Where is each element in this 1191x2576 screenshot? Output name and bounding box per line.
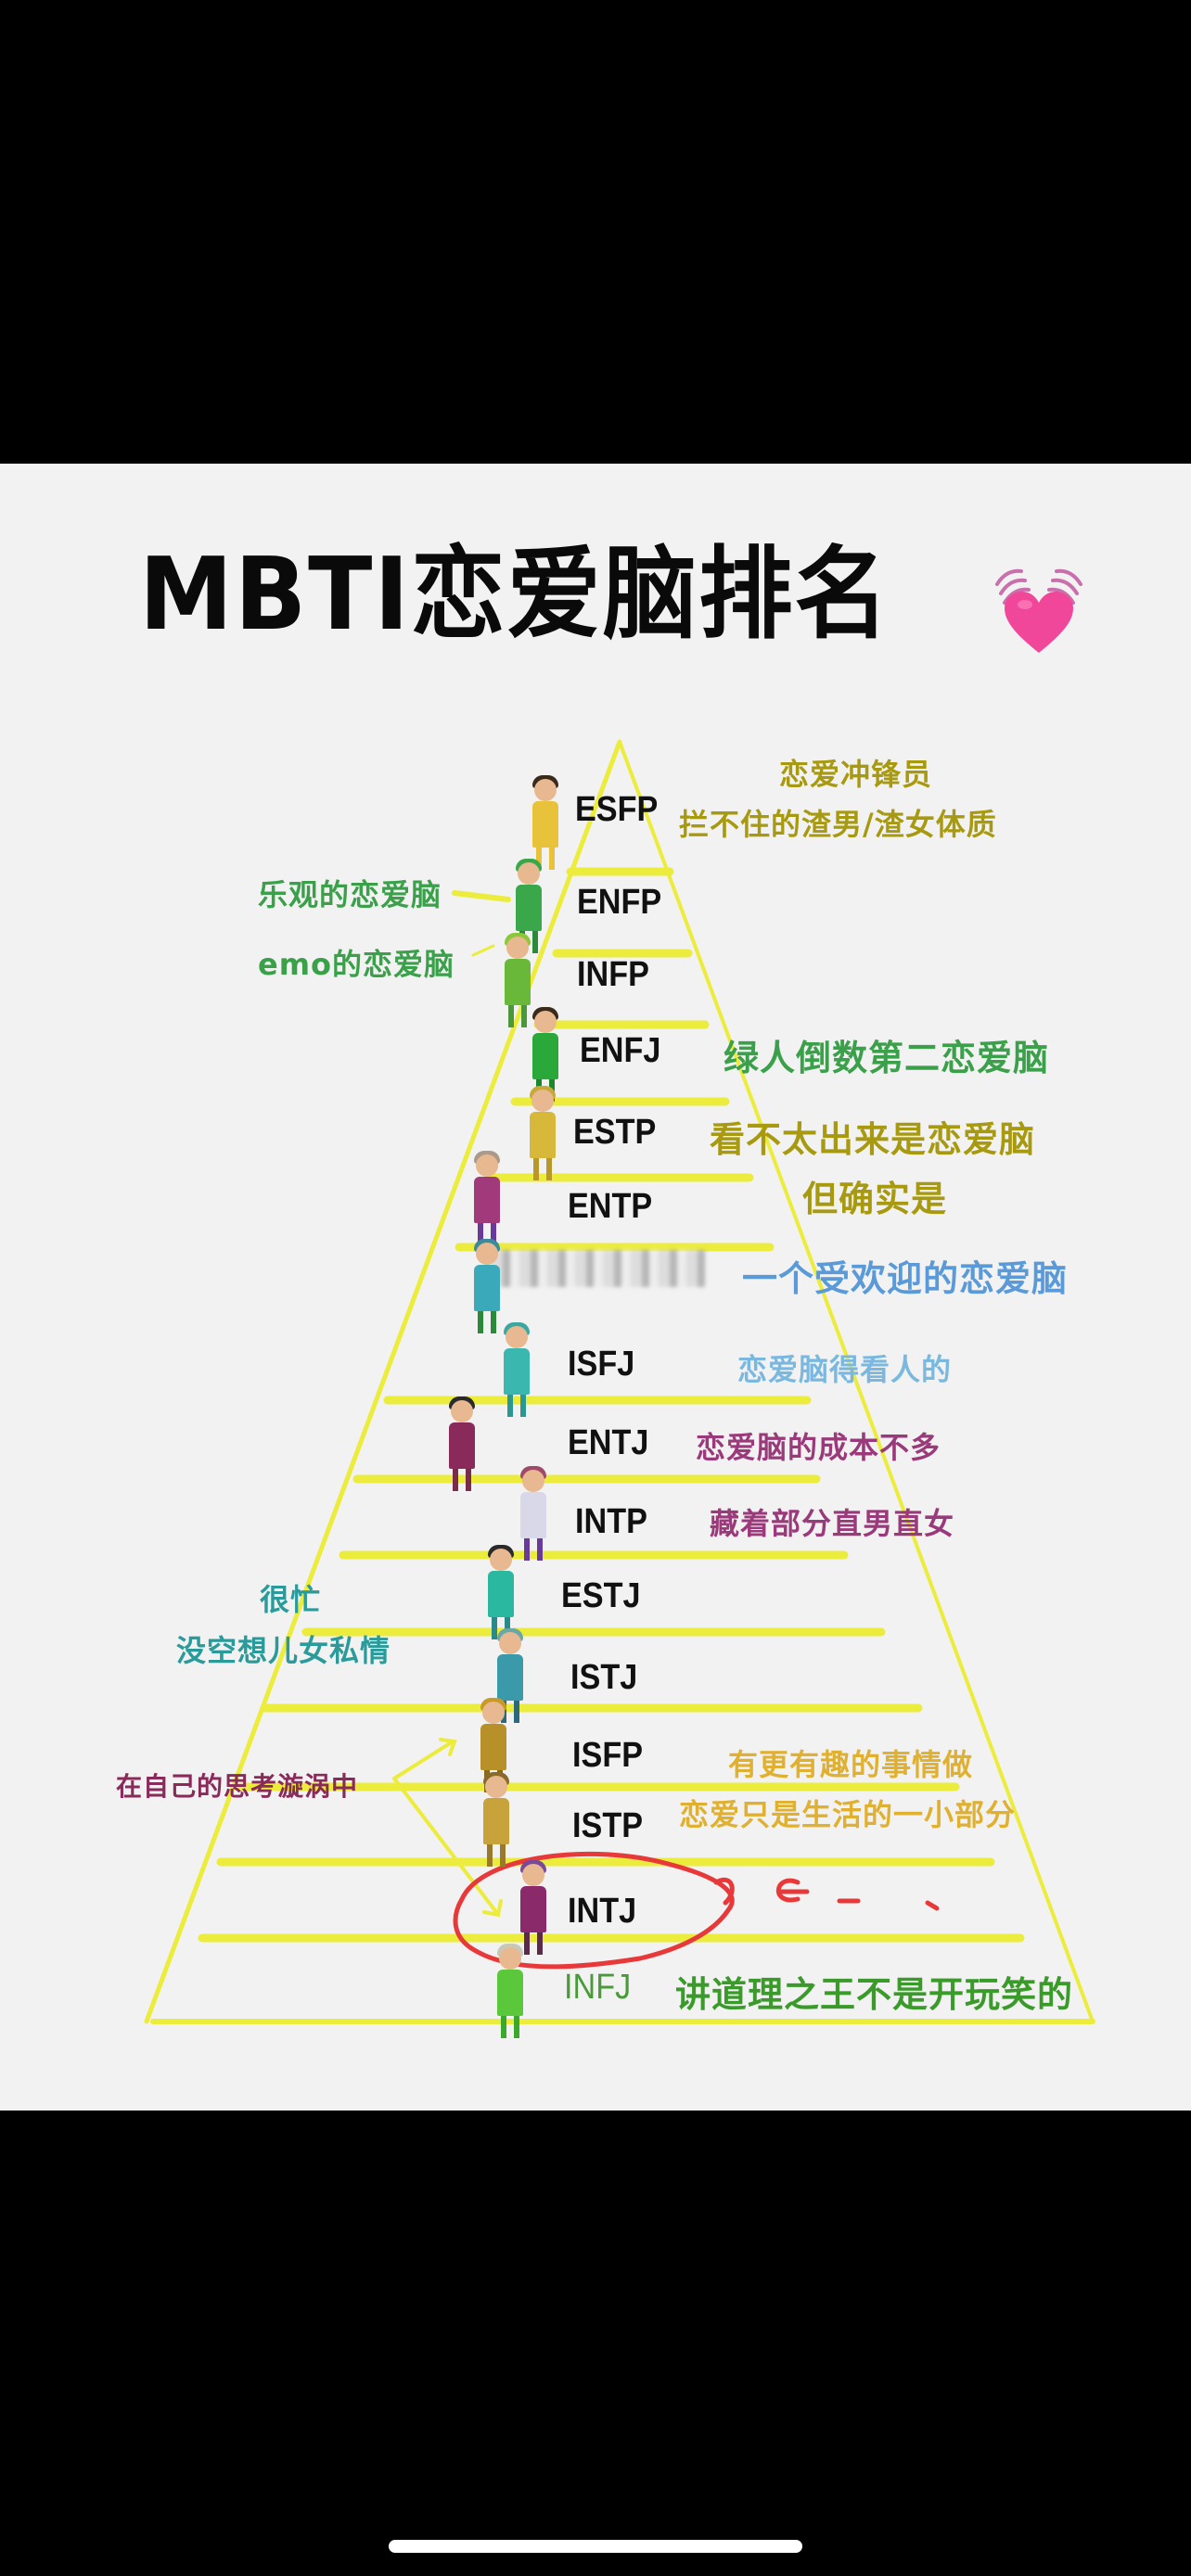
mbti-label-estj: ESTJ: [561, 1576, 641, 1615]
pointer-arrow-isfp: [392, 1738, 457, 1780]
pointer-line-infp: [471, 944, 495, 957]
mbti-label-enfj: ENFJ: [580, 1031, 661, 1070]
character-rank7: [468, 1239, 506, 1335]
character-istp: [478, 1772, 515, 1868]
mbti-label-entp: ENTP: [568, 1187, 653, 1226]
annotation-enfp: 乐观的恋爱脑: [258, 877, 442, 912]
intj-highlight-circle: [453, 1851, 940, 1970]
character-enfj: [527, 1007, 564, 1103]
beating-heart-icon: [995, 568, 1082, 653]
pyramid-diagram: [144, 739, 1095, 2024]
character-entp: [468, 1151, 506, 1247]
character-infj: [492, 1944, 529, 2040]
annotation-istp: 恋爱只是生活的一小部分: [679, 1797, 1017, 1832]
annotation-enfj: 绿人倒数第二恋爱脑: [724, 1038, 1050, 1078]
blurred-redacted-label: [492, 1250, 705, 1287]
mbti-label-enfp: ENFP: [577, 883, 662, 922]
character-entj: [443, 1396, 480, 1493]
character-estj: [482, 1545, 519, 1641]
mbti-label-infj: INFJ: [564, 1968, 632, 2007]
annotation-rank7: 一个受欢迎的恋爱脑: [742, 1258, 1069, 1299]
pointer-arrow-intj: [392, 1777, 503, 1918]
annotation-estp-line1: 看不太出来是恋爱脑: [710, 1119, 1036, 1160]
pyramid-right-edge: [618, 740, 1095, 2023]
annotation-esfp-line1: 恋爱冲锋员: [779, 757, 933, 792]
character-estp: [524, 1086, 561, 1182]
home-indicator-bar[interactable]: [389, 2540, 802, 2553]
annotation-isfp: 有更有趣的事情做: [728, 1747, 974, 1782]
annotation-sj-line1: 很忙: [260, 1582, 322, 1617]
pointer-line-enfp: [452, 890, 511, 902]
annotation-infp: emo的恋爱脑: [258, 947, 455, 982]
mbti-label-istj: ISTJ: [570, 1658, 638, 1697]
annotation-isfj: 恋爱脑得看人的: [737, 1352, 953, 1387]
pyramid-left-edge: [144, 739, 622, 2024]
character-intp: [515, 1466, 552, 1562]
mbti-label-estp: ESTP: [573, 1113, 657, 1152]
mbti-label-intp: INTP: [575, 1502, 647, 1541]
character-isfj: [498, 1322, 535, 1419]
mbti-label-istp: ISTP: [572, 1806, 644, 1845]
mbti-label-isfp: ISFP: [572, 1736, 644, 1775]
annotation-entj: 恋爱脑的成本不多: [696, 1430, 941, 1465]
mbti-label-intj: INTJ: [568, 1892, 637, 1931]
annotation-estp-line2: 但确实是: [802, 1179, 948, 1219]
mbti-poster-image: MBTI恋爱脑排名: [0, 464, 1191, 2111]
mbti-label-esfp: ESFP: [575, 790, 659, 829]
character-infp: [499, 933, 536, 1029]
mbti-label-infp: INFP: [577, 955, 649, 994]
poster-title: MBTI恋爱脑排名: [139, 537, 890, 653]
annotation-intp: 藏着部分直男直女: [710, 1506, 955, 1541]
annotation-infj: 讲道理之王不是开玩笑的: [675, 1974, 1074, 2015]
annotation-sj-line2: 没空想儿女私情: [176, 1633, 391, 1668]
mbti-label-entj: ENTJ: [568, 1423, 649, 1462]
annotation-sp-left: 在自己的思考漩涡中: [116, 1771, 359, 1802]
character-esfp: [527, 775, 564, 872]
mbti-label-isfj: ISFJ: [568, 1345, 635, 1384]
character-intj: [515, 1860, 552, 1957]
annotation-esfp-line2: 拦不住的渣男/渣女体质: [679, 807, 997, 842]
